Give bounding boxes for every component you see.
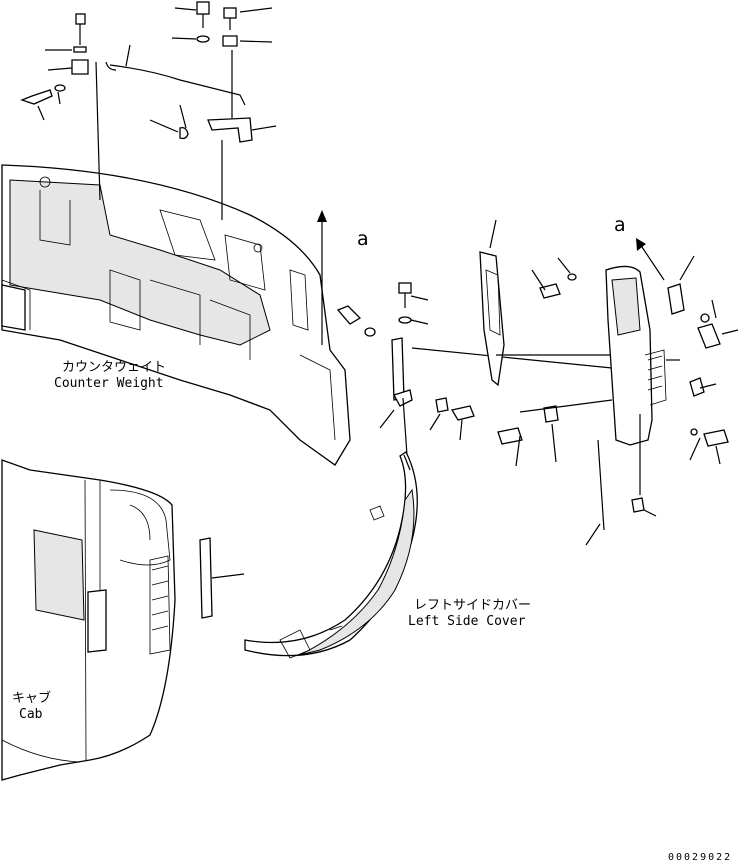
cab-label-jp: キャブ [12,691,52,706]
counter-weight-part [1,164,351,466]
right-cover-panel [479,219,739,546]
view-arrow-left [317,210,327,345]
document-number: 00029022 [668,852,733,863]
view-a-callout-right: a [614,214,626,236]
cab-part [1,459,245,781]
left-side-cover-label-jp: レフトサイドカバー [414,598,532,613]
counter-weight-label-en: Counter Weight [54,376,164,391]
view-arrow-right [636,238,665,281]
view-a-callout-left: a [357,228,369,250]
top-hardware [20,1,277,220]
left-side-cover-label-en: Left Side Cover [408,614,526,629]
middle-hardware [336,282,613,456]
counter-weight-label-jp: カウンタウェイト [62,360,167,375]
cab-label-en: Cab [19,707,43,722]
left-side-cover-part [244,451,418,659]
cover-leader-line [403,454,411,471]
